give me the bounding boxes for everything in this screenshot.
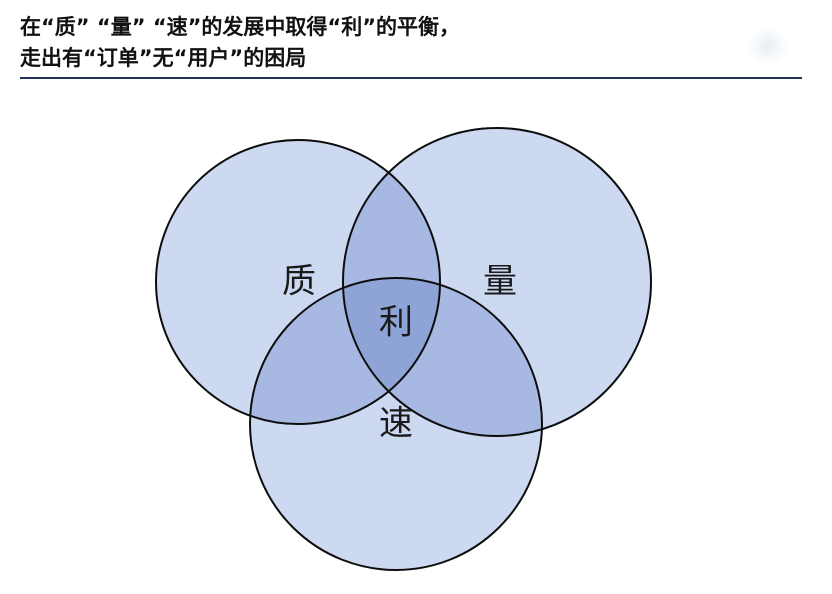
watermark-logo <box>748 28 788 64</box>
overlap-quality-speed <box>250 278 440 424</box>
page-title-line-1: 在“质” “量” “速”的发展中取得“利”的平衡， <box>20 15 461 39</box>
outline-quality <box>155 139 441 425</box>
outline-quantity <box>342 127 652 437</box>
outline-speed <box>249 277 543 571</box>
label-profit: 利 <box>379 303 413 343</box>
label-speed: 速 <box>379 404 413 444</box>
page-title-line-2: 走出有“订单”无“用户”的困局 <box>20 46 307 70</box>
label-quantity: 量 <box>483 262 517 302</box>
header-divider <box>20 77 802 79</box>
header: 在“质” “量” “速”的发展中取得“利”的平衡， 走出有“订单”无“用户”的困… <box>20 12 802 74</box>
label-quality: 质 <box>282 262 316 302</box>
